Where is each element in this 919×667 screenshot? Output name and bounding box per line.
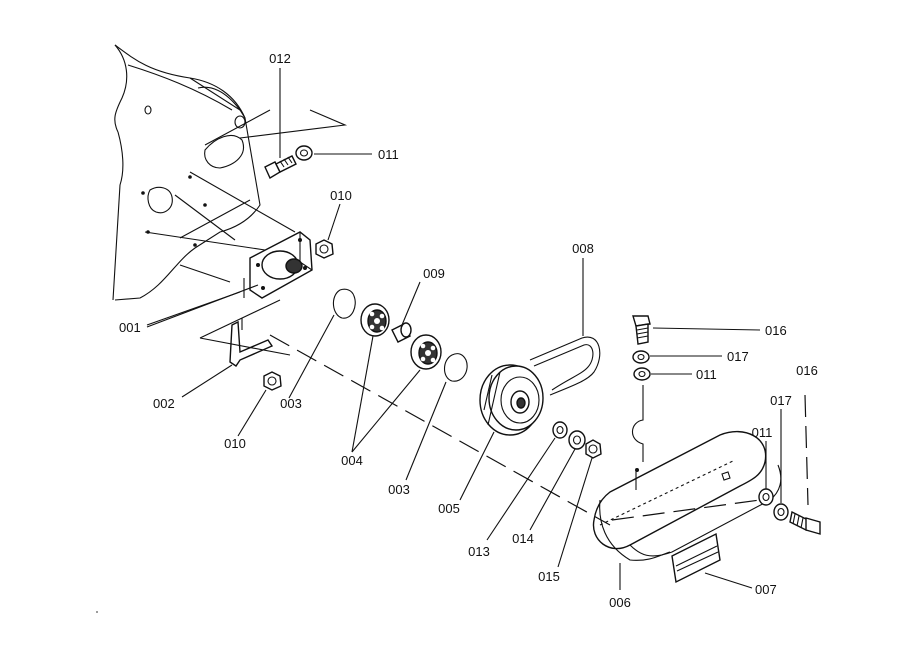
callout-014: 014 [512,531,534,546]
washer-011-mid [633,367,651,381]
callout-011-right: 011 [752,425,773,440]
axis-line-main [269,334,611,526]
callout-017-top: 017 [727,349,749,364]
belt-008 [529,336,601,396]
washer-017-right [773,503,789,521]
bracket [199,299,291,367]
washer-011-right [758,488,774,506]
bearing-004-left [360,303,390,337]
washer-014 [568,430,586,450]
nut-010-bottom [263,371,282,391]
axis-line-bolt-right [804,394,809,506]
bolt-016-top [632,315,651,345]
callout-010-bottom: 010 [224,436,246,451]
callout-007: 007 [755,582,777,597]
bolt-012 [264,155,297,180]
callout-004: 004 [341,453,363,468]
callout-017-right: 017 [770,393,792,408]
snap-ring-003-left [332,288,356,319]
washer-013 [552,421,568,439]
axis-line-top-stack [631,385,644,462]
nut-010-top [315,239,334,259]
bearing-004-right [410,334,442,370]
spacer-009 [391,322,412,343]
mounting-plate [243,231,313,299]
callout-009: 009 [423,266,445,281]
pulley-005 [479,364,544,436]
callout-005: 005 [438,501,460,516]
leader-lines [146,68,782,590]
washer-017-top [632,350,650,364]
callout-015: 015 [538,569,560,584]
nut-015 [585,439,602,459]
speck [96,611,98,613]
callout-001: 001 [119,320,141,335]
snap-ring-003-right [443,353,468,382]
callout-011-top: 011 [378,147,399,162]
callout-006: 006 [609,595,631,610]
callout-003-left: 003 [280,396,302,411]
frame-housing [112,44,348,301]
callout-008: 008 [572,241,594,256]
bolt-016-right [789,510,821,535]
decal-007 [671,532,721,584]
callout-002: 002 [153,396,175,411]
callout-012: 012 [269,51,291,66]
callout-013: 013 [468,544,490,559]
axis-line-cover [611,499,761,521]
belt-cover-006 [592,430,782,561]
callout-010-top: 010 [330,188,352,203]
callout-016-top: 016 [765,323,787,338]
callout-016-right: 016 [796,363,818,378]
callout-011-mid: 011 [696,367,717,382]
callout-003-right: 003 [388,482,410,497]
washer-011-top [295,145,313,161]
